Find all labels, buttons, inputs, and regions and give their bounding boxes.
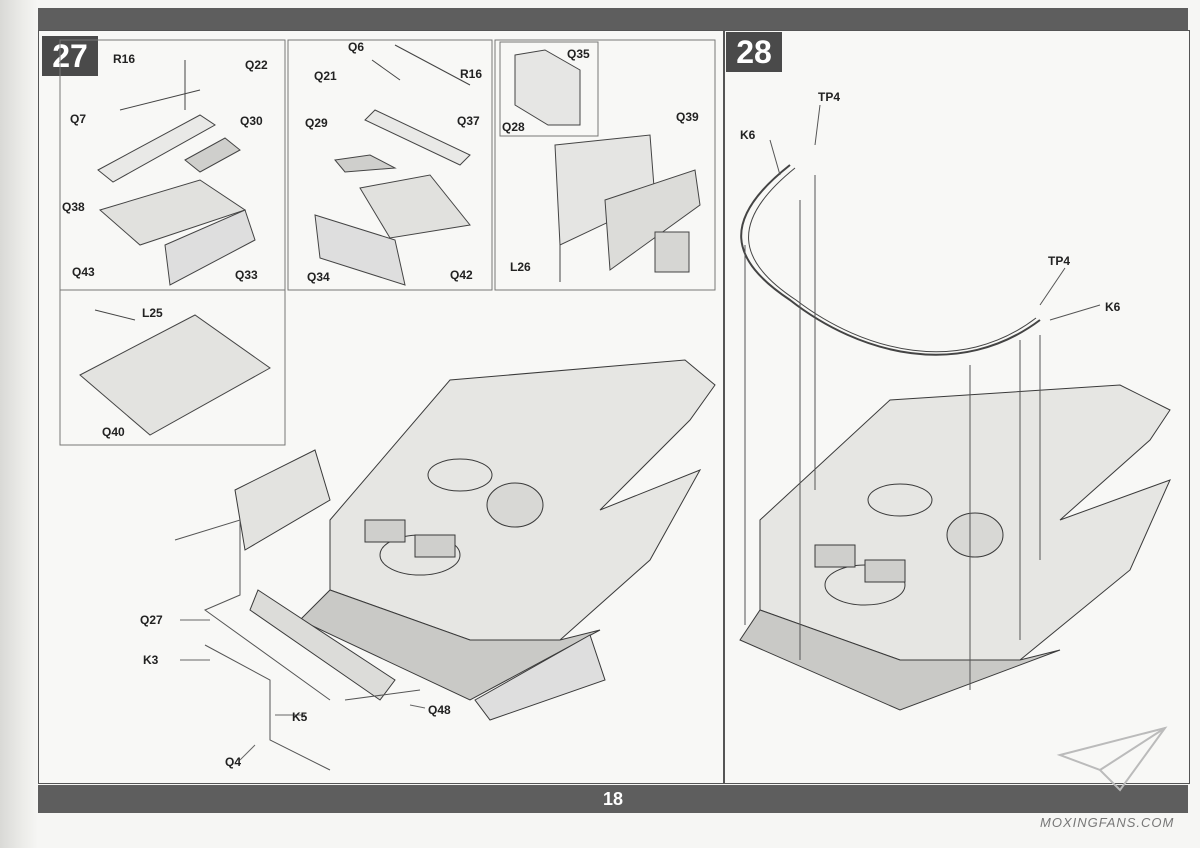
part-label-q35: Q35 bbox=[567, 47, 590, 61]
part-label-tp4-a: TP4 bbox=[818, 90, 841, 104]
sub-assembly-4 bbox=[79, 309, 271, 436]
part-label-q4: Q4 bbox=[225, 755, 242, 769]
part-label-q27: Q27 bbox=[140, 613, 163, 627]
step-28-badge: 28 bbox=[726, 32, 782, 72]
part-label-q7: Q7 bbox=[70, 112, 87, 126]
part-label-q33: Q33 bbox=[235, 268, 258, 282]
watermark: MOXINGFANS.COM bbox=[1040, 815, 1175, 830]
tow-cable bbox=[740, 164, 1041, 356]
step-27-badge: 27 bbox=[42, 36, 98, 76]
hull-step-27 bbox=[174, 359, 716, 771]
part-label-q38: Q38 bbox=[62, 200, 85, 214]
part-label-q40: Q40 bbox=[102, 425, 125, 439]
part-label-k5: K5 bbox=[292, 710, 308, 724]
part-label-l25: L25 bbox=[142, 306, 163, 320]
part-label-q39: Q39 bbox=[676, 110, 699, 124]
part-label-q43: Q43 bbox=[72, 265, 95, 279]
part-label-q21: Q21 bbox=[314, 69, 337, 83]
part-label-q48: Q48 bbox=[428, 703, 451, 717]
page-number: 18 bbox=[602, 789, 624, 809]
part-label-q28: Q28 bbox=[502, 120, 525, 134]
part-label-q37: Q37 bbox=[457, 114, 480, 128]
part-label-q34: Q34 bbox=[307, 270, 330, 284]
part-label-tp4-b: TP4 bbox=[1048, 254, 1071, 268]
binding-spine bbox=[0, 0, 38, 848]
part-label-q29: Q29 bbox=[305, 116, 328, 130]
header-bar bbox=[38, 8, 1188, 30]
part-label-k6-a: K6 bbox=[740, 128, 756, 142]
part-label-q30: Q30 bbox=[240, 114, 263, 128]
part-label-q22: Q22 bbox=[245, 58, 268, 72]
part-label-l26: L26 bbox=[510, 260, 531, 274]
sub-assembly-1 bbox=[97, 60, 256, 286]
part-label-r16-b: R16 bbox=[460, 67, 483, 81]
part-label-q6: Q6 bbox=[348, 40, 365, 54]
sub-assembly-3 bbox=[514, 49, 701, 282]
part-label-r16-a: R16 bbox=[113, 52, 136, 66]
sub-assembly-2 bbox=[314, 44, 471, 286]
part-label-k3: K3 bbox=[143, 653, 159, 667]
part-label-k6-b: K6 bbox=[1105, 300, 1121, 314]
part-label-q42: Q42 bbox=[450, 268, 473, 282]
hull-step-28 bbox=[739, 384, 1171, 711]
footer-bar: 18 bbox=[38, 785, 1188, 813]
